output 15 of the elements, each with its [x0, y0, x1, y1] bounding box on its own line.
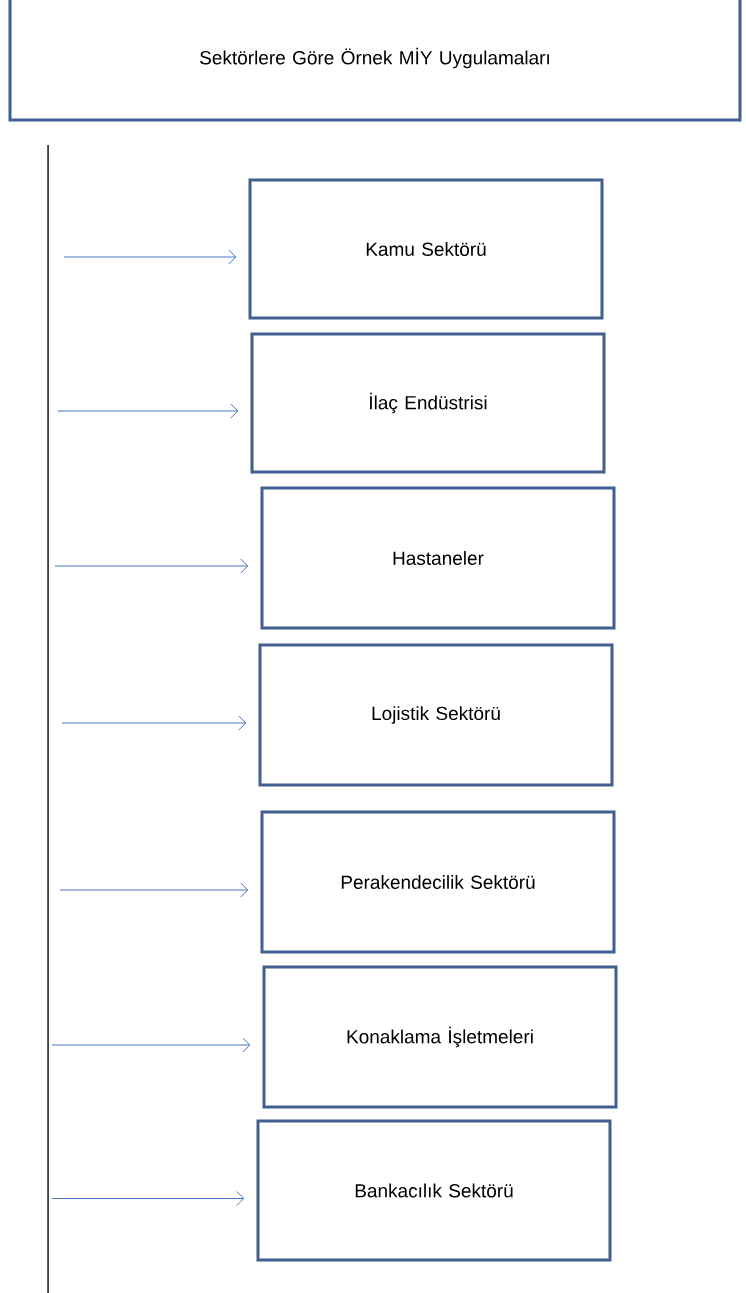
sector-box: Kamu Sektörü: [248, 178, 604, 320]
sector-box: Lojistik Sektörü: [258, 643, 614, 787]
sector-box: Konaklama İşletmeleri: [262, 965, 618, 1109]
arrow: [51, 1037, 251, 1053]
arrow: [63, 249, 237, 265]
arrow: [51, 1191, 245, 1206]
sector-box: Perakendecilik Sektörü: [260, 810, 616, 954]
arrow: [59, 882, 249, 898]
arrow: [61, 715, 247, 731]
sector-box: İlaç Endüstrisi: [250, 332, 606, 474]
sector-box: Bankacılık Sektörü: [256, 1119, 612, 1262]
arrow: [54, 558, 249, 574]
title-box: Sektörlere Göre Örnek MİY Uygulamaları: [8, 0, 742, 122]
sector-box: Hastaneler: [260, 486, 616, 630]
arrow: [57, 403, 239, 419]
